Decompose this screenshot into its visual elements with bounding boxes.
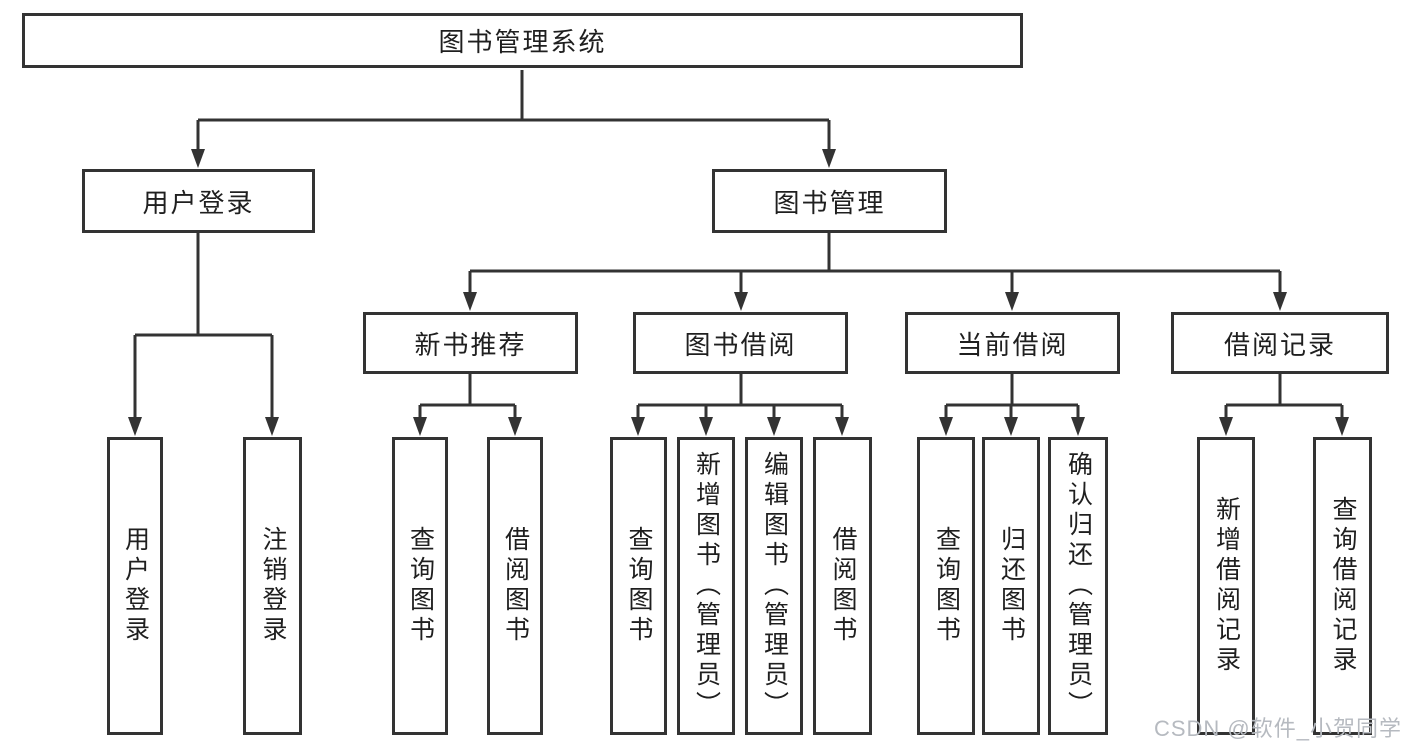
arrowheads	[128, 149, 1349, 436]
node-borrow-records: 借阅记录	[1171, 312, 1389, 374]
leaf-return-books: 归还图书	[982, 437, 1040, 735]
node-user-login: 用户登录	[82, 169, 315, 233]
node-book-management: 图书管理	[712, 169, 947, 233]
leaf-borrow-books-1: 借阅图书	[487, 437, 543, 735]
node-root: 图书管理系统	[22, 13, 1023, 68]
node-current-borrow: 当前借阅	[905, 312, 1120, 374]
leaf-query-books-3: 查询图书	[917, 437, 975, 735]
leaf-query-books-2: 查询图书	[610, 437, 667, 735]
leaf-query-books-1: 查询图书	[392, 437, 448, 735]
leaf-query-borrow-record: 查询借阅记录	[1313, 437, 1372, 735]
leaf-confirm-return-admin: 确认归还（管理员）	[1048, 437, 1108, 735]
leaf-user-login: 用户登录	[107, 437, 163, 735]
leaf-logout: 注销登录	[243, 437, 302, 735]
node-book-borrow: 图书借阅	[633, 312, 848, 374]
csdn-watermark: CSDN @软件_小贺同学	[1153, 716, 1402, 741]
leaf-edit-books-admin: 编辑图书（管理员）	[745, 437, 803, 735]
leaf-add-books-admin: 新增图书（管理员）	[677, 437, 735, 735]
leaf-borrow-books-2: 借阅图书	[813, 437, 872, 735]
leaf-add-borrow-record: 新增借阅记录	[1197, 437, 1255, 735]
node-new-book-recommend: 新书推荐	[363, 312, 578, 374]
